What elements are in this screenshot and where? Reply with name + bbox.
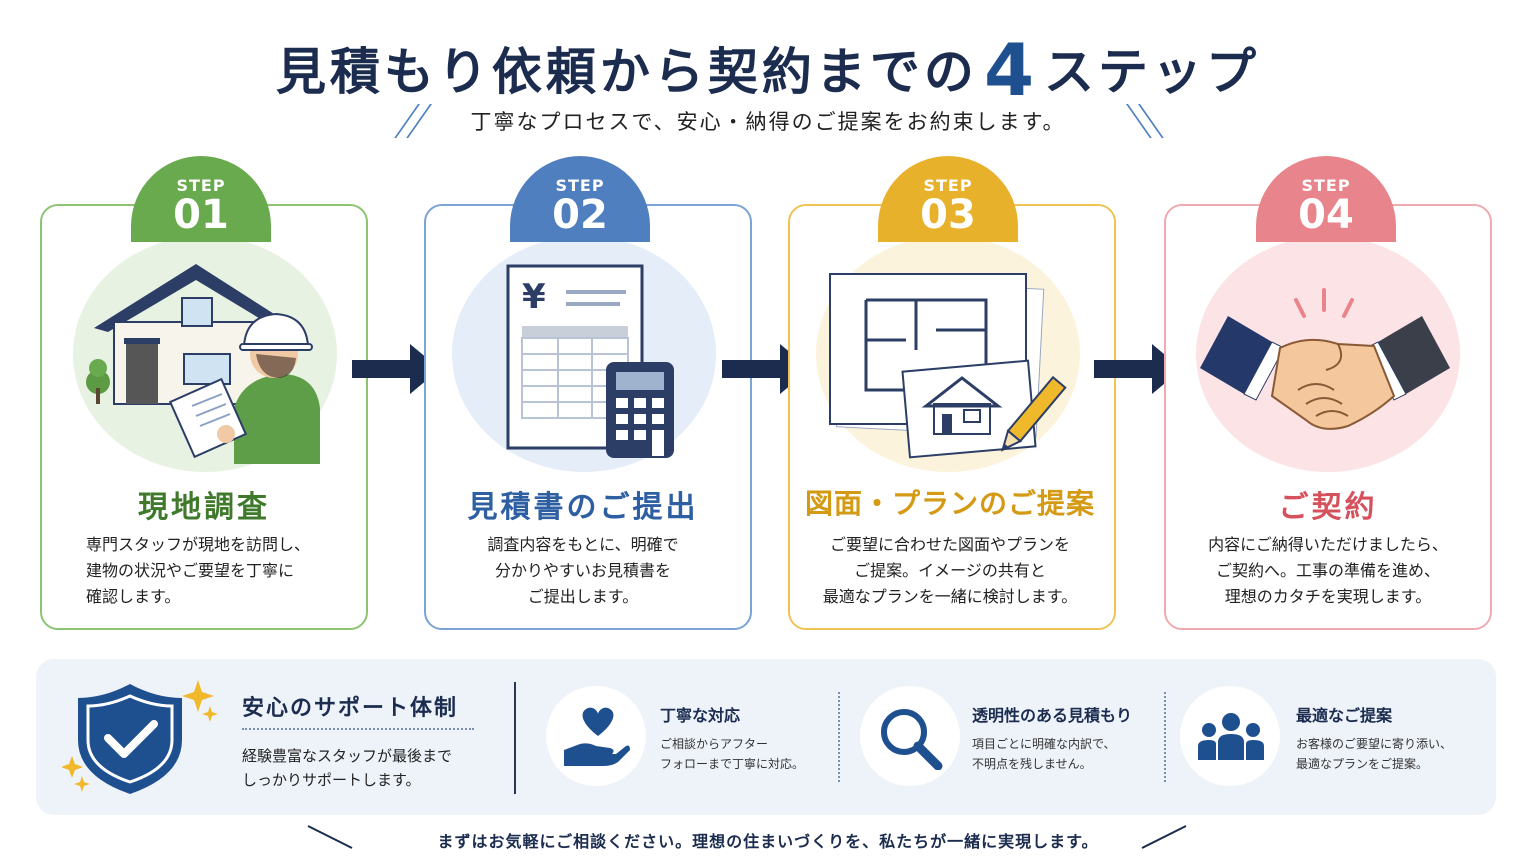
dotted-divider [242,728,474,730]
desc-line: 専門スタッフが現地を訪問し、 [86,535,311,554]
step-3-desc: ご要望に合わせた図面やプランを ご提案。イメージの共有と 最適なプランを一緒に検… [788,532,1112,610]
step-1-desc: 専門スタッフが現地を訪問し、 建物の状況やご要望を丁寧に 確認します。 [86,532,356,610]
arrow-right-icon [352,344,440,394]
desc-line: ご相談からアフター [660,737,769,751]
feature-3-desc: お客様のご要望に寄り添い、 最適なプランをご提案。 [1296,734,1452,774]
step-3-label: STEP [923,176,973,195]
desc-line: 建物の状況やご要望を丁寧に [86,561,295,580]
title-text-after: ステップ [1044,43,1261,101]
desc-line: ご提出します。 [527,587,639,606]
vertical-divider [514,682,516,794]
step-3-tab: STEP 03 [878,156,1018,242]
desc-line: 理想のカタチを実現します。 [1224,587,1432,606]
step-3-title: 図面・プランのご提案 [804,487,1095,520]
desc-line: ご要望に合わせた図面やプランを [829,535,1070,554]
step-1-title: 現地調査 [138,490,270,525]
desc-line: 不明点を残しません。 [972,757,1092,771]
step-2-desc: 調査内容をもとに、明確で 分かりやすいお見積書を ご提出します。 [424,532,742,610]
arrow-right-icon [1094,344,1182,394]
feature-1-desc: ご相談からアフター フォローまで丁寧に対応。 [660,734,804,774]
desc-line: ご提案。イメージの共有と [854,561,1046,580]
footer-message: まずはお気軽にご相談ください。理想の住まいづくりを、私たちが一緒に実現します。 [437,832,1099,851]
step-1-label: STEP [176,176,226,195]
desc-line: 内容にご納得いただけましたら、 [1208,535,1448,554]
step-4-number: 04 [1298,192,1354,238]
feature-2-title: 透明性のある見積もり [972,706,1133,725]
desc-line: フォローまで丁寧に対応。 [660,757,805,771]
dotted-divider [1164,692,1166,782]
desc-line: 分かりやすいお見積書を [494,561,671,580]
desc-line: お客様のご要望に寄り添い、 [1296,737,1453,751]
desc-line: 調査内容をもとに、明確で [487,535,679,554]
support-title: 安心のサポート体制 [242,696,459,721]
people-icon [1198,713,1264,760]
shield-check-icon [62,680,218,794]
handshake-icon [1200,288,1450,430]
step-4-title: ご契約 [1278,490,1378,525]
desc-line: 項目ごとに明確な内訳で、 [972,737,1116,751]
desc-line: ご契約へ。工事の準備を進め、 [1215,561,1440,580]
footer-right-line [1141,825,1187,849]
step-2-title: 見積書のご提出 [467,490,699,525]
estimate-calculator-icon: ¥ [506,264,674,458]
right-slash-decoration [1108,104,1164,138]
step-4-desc: 内容にご納得いただけましたら、 ご契約へ。工事の準備を進め、 理想のカタチを実現… [1164,532,1492,610]
desc-line: 最適なプランを一緒に検討します。 [822,587,1078,606]
svg-text:¥: ¥ [522,277,546,317]
surveyor-house-icon [86,264,320,464]
magnifier-icon [881,709,943,770]
step-4-label: STEP [1301,176,1351,195]
step-2-tab: STEP 02 [510,156,650,242]
title-number: 4 [983,28,1039,112]
step-2-label: STEP [555,176,605,195]
blueprint-pencil-icon [829,273,1067,459]
step-1-number: 01 [173,192,229,238]
desc-line: 経験豊富なスタッフが最後まで [242,747,453,765]
desc-line: 最適なプランをご提案。 [1296,757,1429,771]
step-4-tab: STEP 04 [1256,156,1396,242]
desc-line: 確認します。 [86,587,181,606]
page-subtitle: 丁寧なプロセスで、安心・納得のご提案をお約束します。 [470,110,1066,134]
step-2-number: 02 [552,192,608,238]
step-1-tab: STEP 01 [131,156,271,242]
support-desc: 経験豊富なスタッフが最後まで しっかりサポートします。 [242,744,452,792]
title-text-before: 見積もり依頼から契約までの [275,43,978,101]
feature-3-title: 最適なご提案 [1296,706,1393,725]
feature-1-title: 丁寧な対応 [660,706,741,725]
feature-2-circle [860,686,960,786]
footer-left-line [307,825,353,849]
dotted-divider [838,692,840,782]
feature-1-circle [546,686,646,786]
feature-2-desc: 項目ごとに明確な内訳で、 不明点を残しません。 [972,734,1116,774]
heart-hand-icon [564,707,630,766]
desc-line: しっかりサポートします。 [242,771,421,789]
step-3-number: 03 [920,192,976,238]
